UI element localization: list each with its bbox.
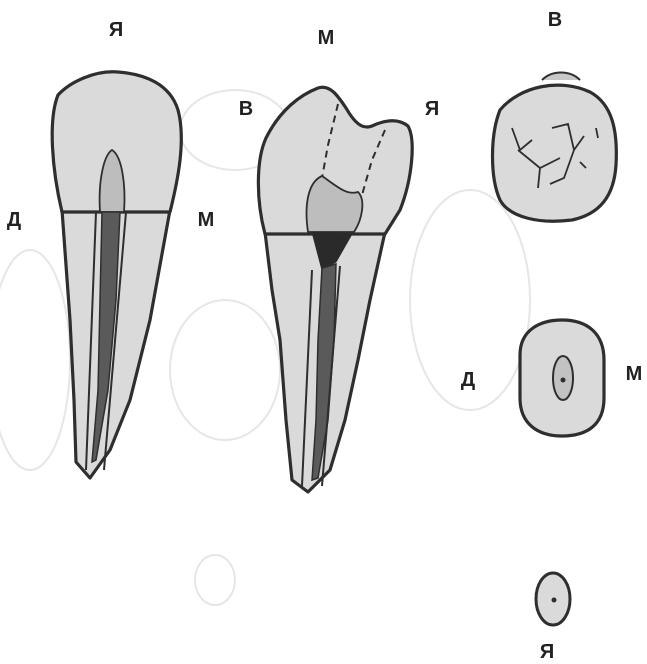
label-cross-left: Д	[461, 369, 475, 391]
tooth-view-1	[52, 72, 181, 478]
tooth-view-2	[258, 87, 412, 492]
label-view2-right: Я	[425, 98, 439, 120]
occlusal-outline	[493, 85, 617, 221]
occlusal-view	[493, 73, 617, 222]
cross-section-canal	[561, 378, 566, 383]
label-apex-bottom: Я	[540, 641, 554, 663]
cross-section-view	[520, 320, 604, 436]
label-cross-right: М	[626, 363, 643, 385]
label-view1-top: Я	[109, 19, 123, 41]
apex-canal	[552, 598, 557, 603]
label-view1-right: М	[198, 209, 215, 231]
label-view2-top: М	[318, 27, 335, 49]
label-view2-left: В	[239, 98, 253, 120]
apex-section-view	[536, 573, 570, 625]
label-view1-left: Д	[7, 209, 21, 231]
occlusal-top-bump	[542, 73, 580, 81]
label-occlusal-top: В	[548, 9, 562, 31]
